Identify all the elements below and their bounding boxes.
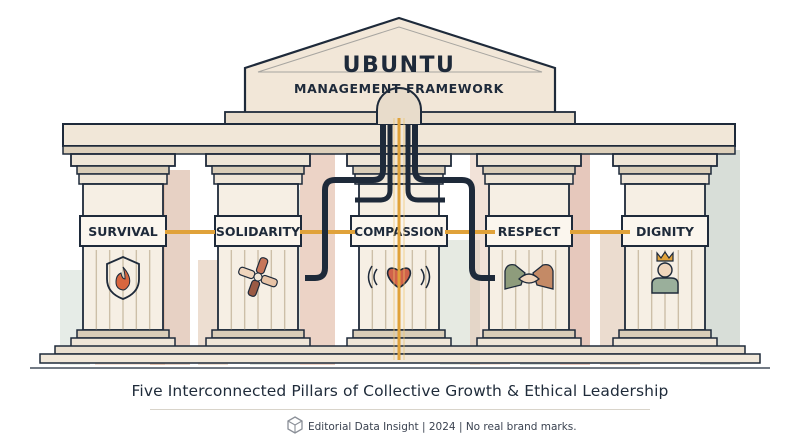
- pillar-label: RESPECT: [498, 224, 561, 239]
- framework-subtitle: MANAGEMENT FRAMEWORK: [294, 81, 505, 96]
- pillar-respect: RESPECT: [476, 153, 582, 348]
- crowned-person-icon: [651, 250, 679, 294]
- diagram-caption: Five Interconnected Pillars of Collectiv…: [131, 382, 669, 400]
- hands-together-icon: [238, 257, 278, 297]
- pillar-label: DIGNITY: [636, 224, 695, 239]
- pillar-survival: SURVIVAL: [70, 153, 176, 348]
- temple-roof: [224, 16, 576, 125]
- connector-network: [165, 87, 630, 360]
- handshake-icon: [504, 263, 554, 290]
- pillar-solidarity: SOLIDARITY: [205, 153, 311, 348]
- pillar-dignity: DIGNITY: [612, 153, 718, 348]
- heart-icon: [367, 265, 431, 289]
- cube-logo-icon: [287, 416, 303, 434]
- footer-divider: [150, 409, 650, 410]
- footer-text: Editorial Data Insight | 2024 | No real …: [308, 421, 577, 433]
- pillar-label: SURVIVAL: [88, 224, 158, 239]
- framework-title: UBUNTU: [343, 53, 456, 78]
- pillar-label: SOLIDARITY: [216, 224, 301, 239]
- flame-shield-icon: [106, 256, 140, 300]
